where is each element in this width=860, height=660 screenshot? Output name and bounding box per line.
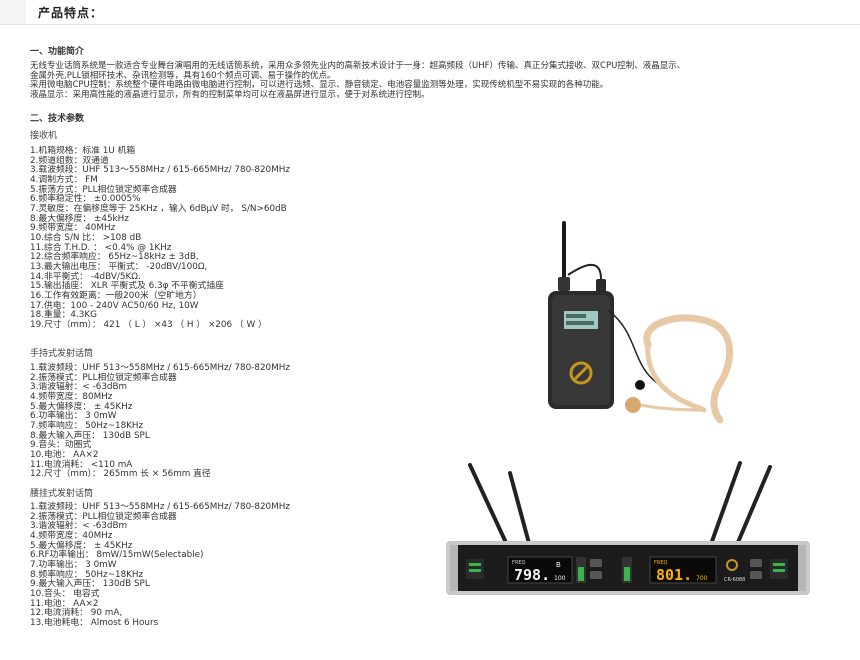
header-divider	[0, 24, 860, 25]
section-title-specs: 二、技术参数	[30, 114, 85, 124]
spec-line: 6.RF功率输出： 8mW/15mW(Selectable)	[30, 550, 204, 561]
spec-line: 12.尺寸（mm）： 265mm 长 × 56mm 直径	[30, 469, 211, 480]
right-freq-readout: 801.	[656, 566, 692, 584]
brand-logo	[569, 361, 593, 385]
spec-line: 7.频率响应： 50Hz~18KHz	[30, 420, 144, 431]
section-title-features: 一、功能简介	[30, 47, 85, 57]
spec-line: 6.功率输出： 3 0mW	[30, 411, 117, 422]
spec-line: 8.频率响应： 50Hz~18KHz	[30, 569, 144, 580]
right-freq-label: FREQ	[654, 560, 668, 566]
spec-line: 1.载波频段：UHF 513～558MHz / 615-665MHz/ 780-…	[30, 502, 290, 512]
handheld-title: 手持式发射话筒	[30, 349, 94, 359]
right-button[interactable]	[750, 571, 762, 579]
spec-line: 10.电池： AA×2	[30, 449, 99, 460]
left-button[interactable]	[590, 559, 602, 567]
intro-line: 液晶显示：采用高性能的液晶进行显示，所有的控制菜单均可以在液晶屏进行显示，便于对…	[30, 89, 430, 100]
right-channel-lcd	[649, 556, 717, 584]
antenna-right-outer	[734, 465, 772, 549]
page-title: 产品特点：	[38, 6, 104, 20]
receiver-title: 接收机	[30, 131, 58, 141]
spec-line: 13.最大输出电压： 平衡式： -20dBV/100Ω,	[30, 261, 208, 272]
left-channel-lcd	[507, 556, 573, 584]
spec-line: 4.频带宽度：40MHz	[30, 530, 113, 541]
mic-connector	[596, 279, 606, 293]
spec-line: 4.频带宽度：80MHz	[30, 391, 113, 402]
header-bar: 产品特点：	[0, 0, 860, 26]
bodypack-title: 腰挂式发射话筒	[30, 489, 94, 499]
spec-line: 11.电池： AA×2	[30, 598, 99, 609]
headset-band	[643, 314, 734, 424]
left-channel-letter: B	[556, 561, 561, 569]
spec-line: 12.综合频率响应： 65Hz~18kHz ± 3dB,	[30, 252, 199, 263]
spec-line: 9.音头：动圈式	[30, 440, 92, 451]
spec-line: 10.综合 S/N 比： >108 dB	[30, 232, 142, 243]
receiver-unit-image: FREQ 798. 100 B FREQ 801. 700 CR-6088	[446, 461, 810, 595]
header-corner-decor	[0, 0, 26, 24]
spec-line: 1.机箱规格：标准 1U 机箱	[30, 146, 136, 156]
spec-line: 10.音头： 电容式	[30, 588, 100, 599]
spec-line: 16.工作有效距离：一般200米（空旷地方）	[30, 290, 202, 301]
spec-line: 18.重量：4.3KG	[30, 310, 97, 321]
spec-line: 5.最大偏移度： ± 45KHz	[30, 401, 133, 412]
spec-line: 4.调制方式： FM	[30, 174, 98, 185]
spec-line: 2.振荡模式：PLL相位锁定频率合成器	[30, 511, 177, 522]
intro-line: 金属外壳,PLL锁相环技术、杂讯检测等，具有160个频点可调、易于操作的优点。	[30, 70, 336, 81]
spec-line: 5.振荡方式：PLL相位锁定频率合成器	[30, 184, 177, 195]
spec-line: 2.振荡模式：PLL相位锁定频率合成器	[30, 372, 177, 383]
spec-line: 5.最大偏移度： ± 45KHz	[30, 540, 133, 551]
spec-line: 9.最大输入声压： 130dB SPL	[30, 579, 150, 590]
spec-line: 3.谐波辐射：< -63dBm	[30, 382, 128, 393]
right-freq-decimal: 700	[696, 575, 708, 582]
spec-line: 13.电池耗电： Almost 6 Hours	[30, 617, 159, 628]
spec-line: 11.综合 T.H.D. ： <0.4% @ 1KHz	[30, 242, 172, 253]
antenna	[562, 221, 566, 283]
antenna-left-inner	[508, 471, 532, 549]
intro-line: 采用微电脑CPU控制：系统整个硬件电路由微电脑进行控制，可以进行选频、显示、静音…	[30, 80, 609, 91]
left-freq-label: FREQ	[512, 560, 526, 566]
spec-line: 7.灵敏度：在偏移度等于 25KHz ，输入 6dBμV 时， S/N>60dB	[30, 203, 287, 214]
receiver-logo	[726, 559, 738, 571]
bodypack-spec-list: 1.载波频段：UHF 513～558MHz / 615-665MHz/ 780-…	[30, 502, 290, 629]
spec-line: 11.电流消耗： <110 mA	[30, 459, 133, 470]
spec-line: 17.供电：100 - 240V AC50/60 Hz, 10W	[30, 300, 199, 311]
headset-boom	[645, 342, 707, 413]
spec-line: 1.载波频段：UHF 513～558MHz / 615-665MHz/ 780-…	[30, 363, 290, 373]
spec-line: 2.频道组数：双通道	[30, 155, 109, 166]
left-freq-readout: 798.	[514, 566, 550, 584]
spec-line: 15.输出插座： XLR 平衡式及 6.3φ 不平衡式插座	[30, 281, 224, 292]
spec-line: 6.频率稳定性： ±0.0005%	[30, 194, 141, 205]
intro-line: 无线专业话筒系统是一款适合专业舞台演唱用的无线话筒系统，采用众多领先业内的高新技…	[30, 61, 686, 71]
headset-mic-capsule	[625, 397, 641, 413]
left-button[interactable]	[590, 571, 602, 579]
handheld-spec-list: 1.载波频段：UHF 513～558MHz / 615-665MHz/ 780-…	[30, 363, 290, 480]
spec-line: 7.功率输出： 3 0mW	[30, 559, 117, 570]
spec-line: 8.最大偏移度： ±45kHz	[30, 213, 129, 224]
spec-line: 3.载波频段：UHF 513～558MHz / 615-665MHz/ 780-…	[30, 165, 290, 176]
spec-line: 14.非平衡式： -4dBV/5KΩ.	[30, 271, 141, 282]
receiver-spec-list: 1.机箱规格：标准 1U 机箱 2.频道组数：双通道 3.载波频段：UHF 51…	[30, 146, 290, 330]
intro-text: 无线专业话筒系统是一款适合专业舞台演唱用的无线话筒系统，采用众多领先业内的高新技…	[30, 61, 830, 100]
spec-line: 19.尺寸（mm）： 421 （ L ） ×43 （ H ） ×206 （ W …	[30, 319, 267, 330]
right-button[interactable]	[750, 559, 762, 567]
spec-line: 9.频带宽度： 40MHz	[30, 223, 116, 234]
bodypack-transmitter-image	[548, 221, 734, 424]
lapel-clip	[635, 380, 645, 390]
transmitter-lcd	[564, 311, 598, 329]
spec-line: 12.电流消耗： 90 mA,	[30, 608, 123, 619]
receiver-model: CR-6088	[724, 577, 745, 583]
antenna-left-outer	[468, 463, 510, 549]
spec-line: 8.最大输入声压： 130dB SPL	[30, 430, 150, 441]
left-freq-decimal: 100	[554, 575, 566, 582]
spec-line: 3.谐波辐射：< -63dBm	[30, 521, 128, 532]
antenna-base	[558, 277, 570, 291]
antenna-right-inner	[708, 461, 742, 549]
